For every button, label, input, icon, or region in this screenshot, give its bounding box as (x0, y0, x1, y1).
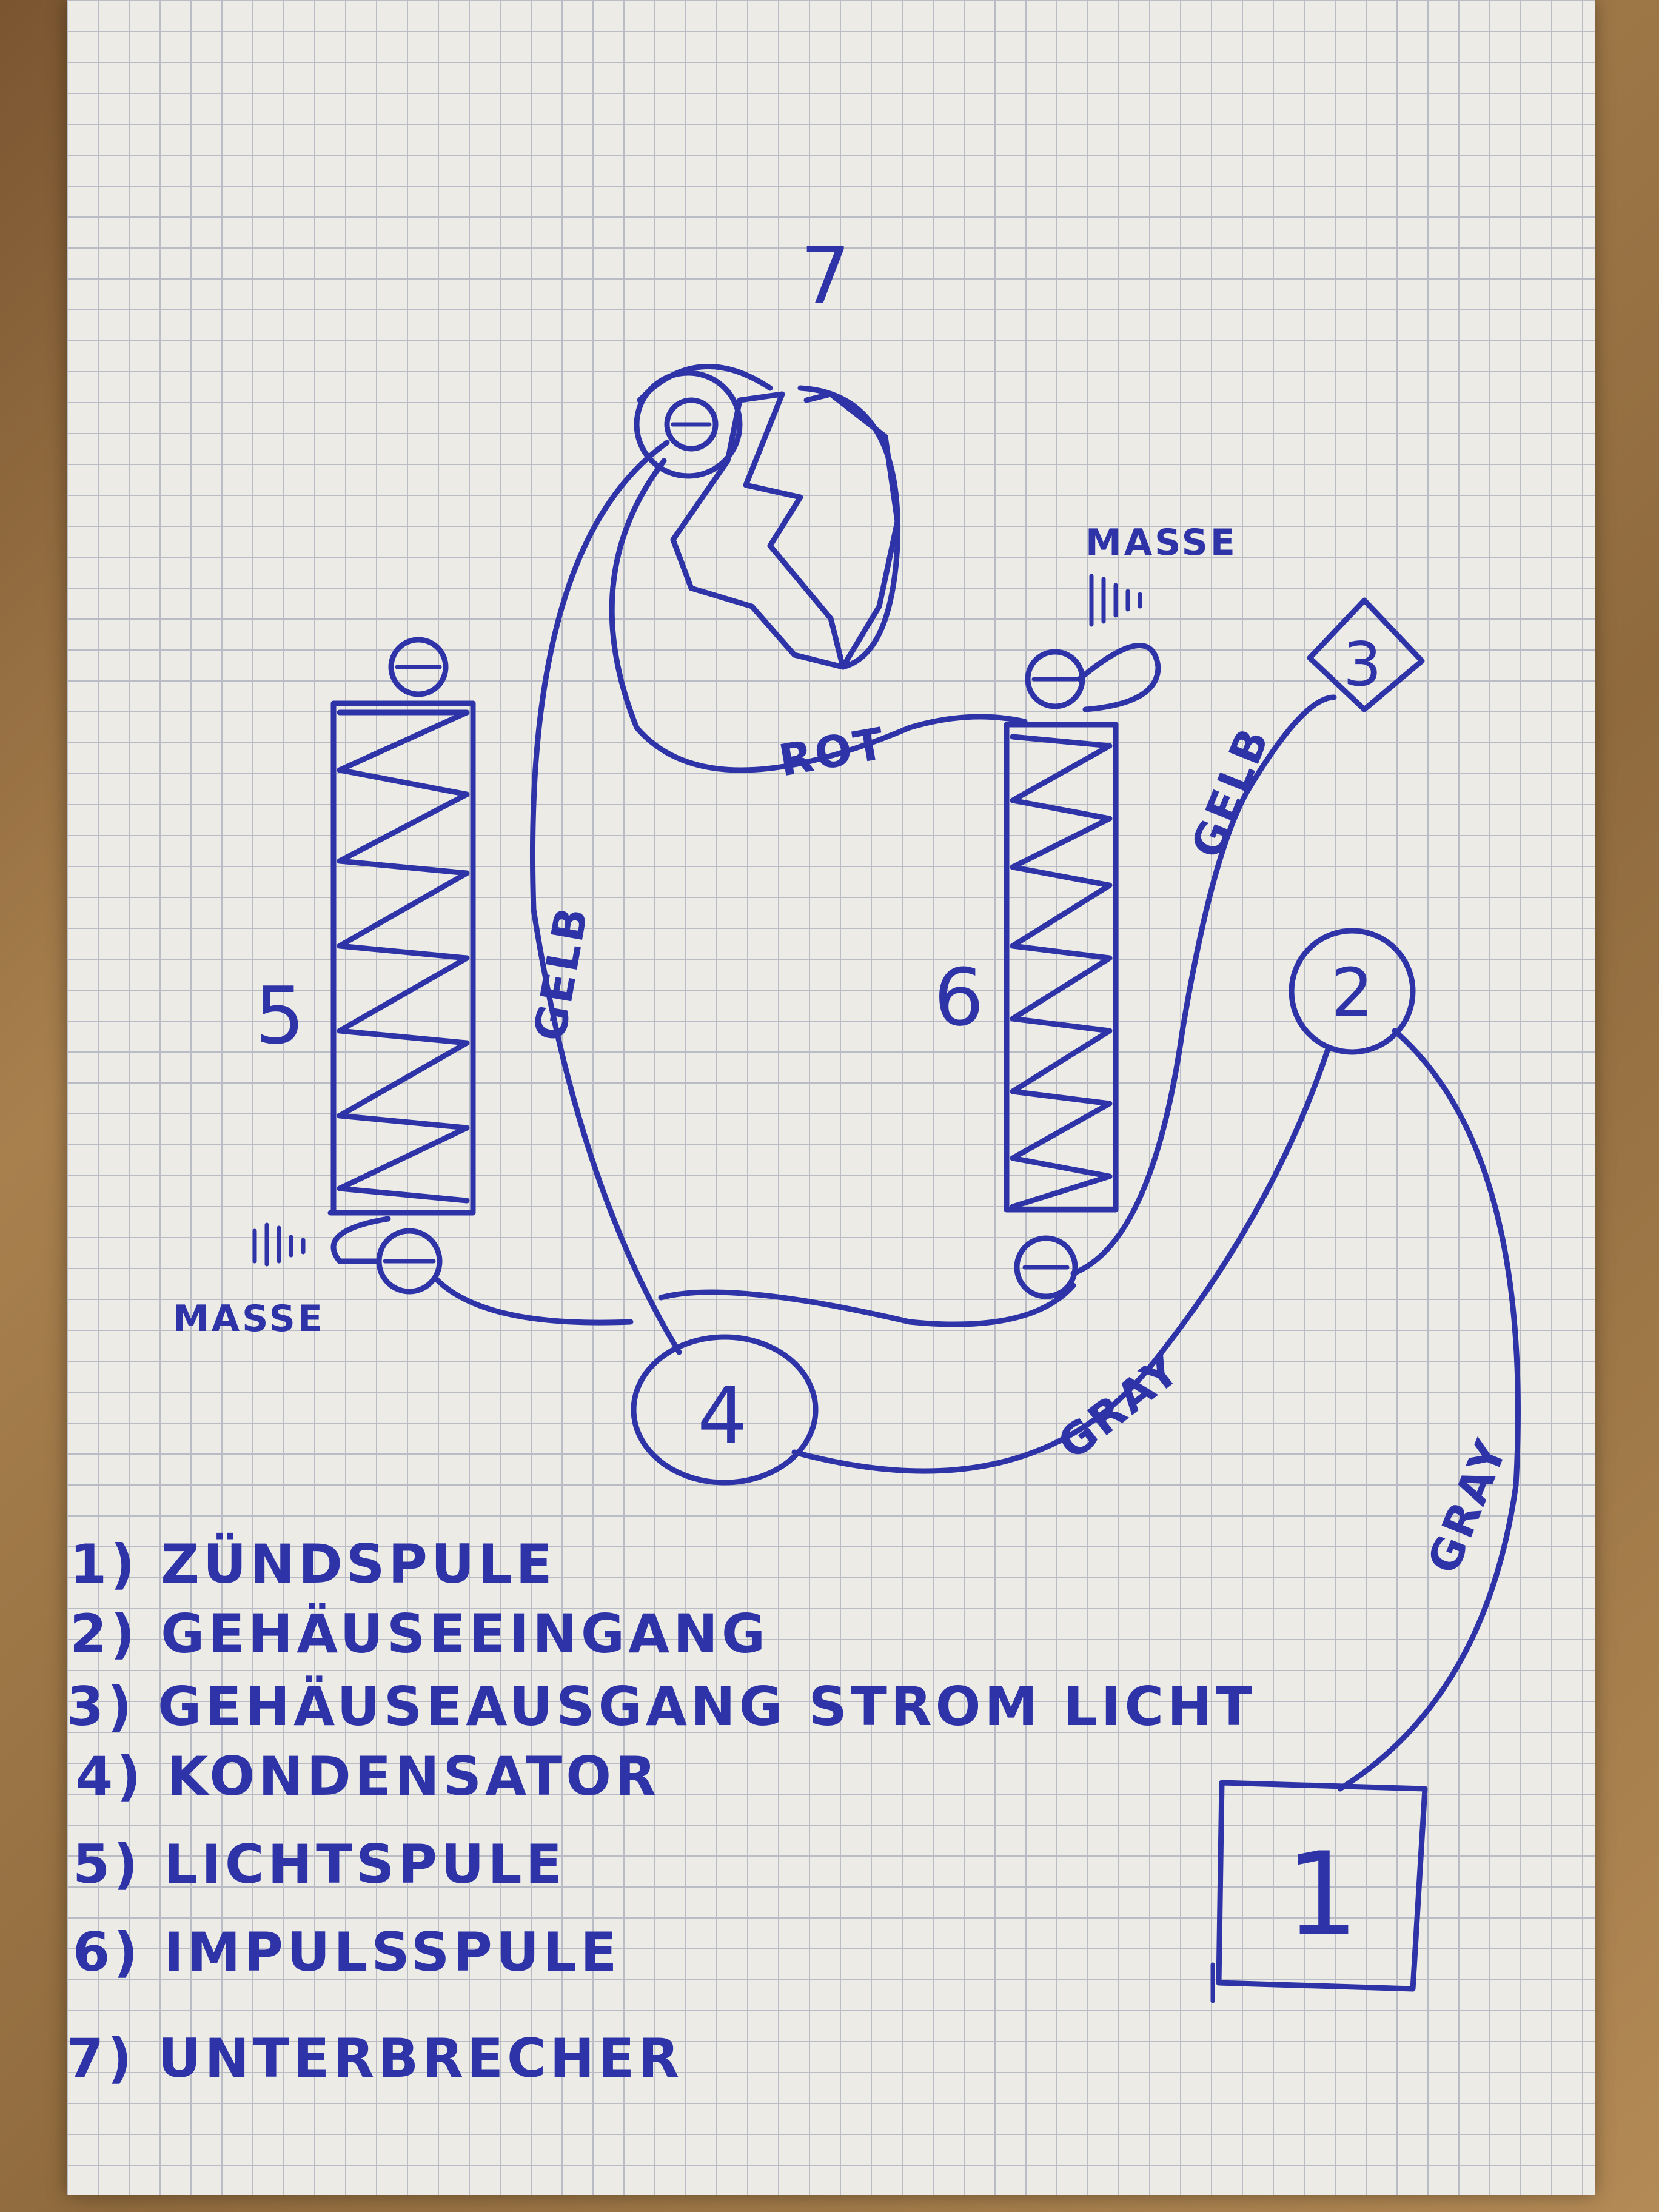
wire-label-masse-left: MASSE (173, 1298, 325, 1340)
legend-item-5: 5) LICHTSPULE (73, 1833, 566, 1895)
legend-item-1: 1) ZÜNDSPULE (70, 1533, 556, 1595)
wires (434, 440, 1521, 1792)
legend-item-6: 6) IMPULSSPULE (73, 1921, 620, 1983)
breaker-7 (634, 364, 901, 670)
ground-symbol-top (1089, 574, 1142, 627)
pulse-coil-6 (1004, 643, 1161, 1299)
label-2: 2 (1331, 954, 1373, 1031)
ground-symbol-left (252, 1222, 306, 1267)
legend-item-4: 4) KONDENSATOR (76, 1745, 660, 1808)
label-5: 5 (255, 970, 305, 1062)
label-7: 7 (800, 230, 851, 322)
legend-item-7: 7) UNTERBRECHER (67, 2027, 683, 2090)
light-coil-5 (327, 637, 476, 1295)
label-6: 6 (934, 951, 984, 1044)
legend: 1) ZÜNDSPULE 2) GEHÄUSEEINGANG 3) GEHÄUS… (67, 1533, 1256, 2090)
legend-item-2: 2) GEHÄUSEEINGANG (70, 1603, 769, 1665)
condenser-4 (631, 1334, 819, 1486)
wire-label-gelb-right: GELB (1181, 719, 1279, 865)
ignition-coil-1 (1210, 1780, 1428, 2003)
graph-paper (67, 0, 1595, 2195)
wire-label-masse-top: MASSE (1085, 521, 1238, 564)
wire-label-rot: ROT (775, 717, 890, 786)
label-4: 4 (697, 1370, 748, 1462)
legend-item-3: 3) GEHÄUSEAUSGANG STROM LICHT (67, 1675, 1256, 1738)
label-3: 3 (1343, 629, 1382, 700)
label-1: 1 (1285, 1828, 1359, 1962)
output-3 (1307, 597, 1425, 712)
wire-label-gray-bottom: GRAY (1048, 1343, 1190, 1470)
input-2 (1289, 928, 1416, 1055)
